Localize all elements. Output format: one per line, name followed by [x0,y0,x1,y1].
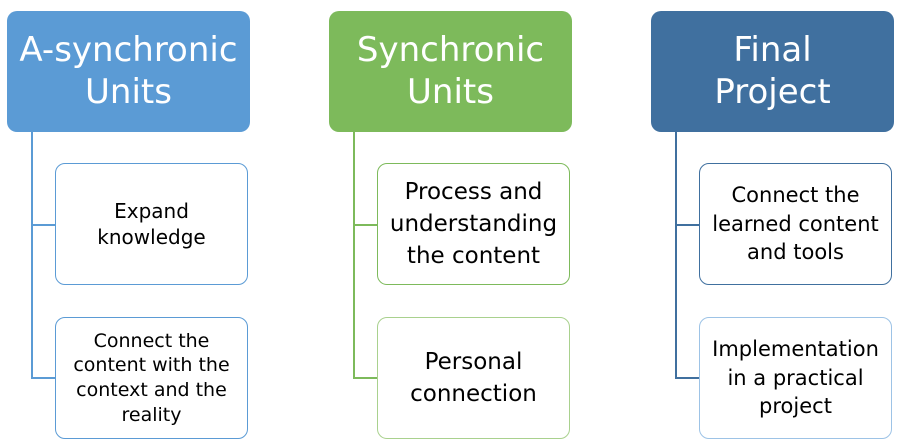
header-final-project: Final Project [651,11,894,132]
connector-vertical [353,132,355,378]
header-final-project-label: Final Project [714,30,831,112]
item-label: Connect the learned content and tools [712,183,879,265]
item-personal-connection: Personal connection [377,317,570,439]
header-asynchronic: A-synchronic Units [7,11,250,132]
column-asynchronic: A-synchronic Units Expand knowledge Conn… [7,0,257,446]
item-connect-context: Connect the content with the context and… [55,317,248,439]
column-synchronic: Synchronic Units Process and understandi… [329,0,579,446]
header-synchronic: Synchronic Units [329,11,572,132]
connector-vertical [31,132,33,378]
connector-vertical [675,132,677,378]
item-label: Implementation in a practical project [712,337,879,419]
item-label: Connect the content with the context and… [73,329,230,426]
item-implementation: Implementation in a practical project [699,317,892,439]
item-label: Expand knowledge [97,199,206,249]
item-label: Personal connection [410,348,537,407]
header-synchronic-label: Synchronic Units [356,30,545,112]
item-label: Process and understanding the content [389,178,558,270]
column-final-project: Final Project Connect the learned conten… [651,0,901,446]
connector-horizontal [675,224,700,226]
item-expand-knowledge: Expand knowledge [55,163,248,285]
connector-horizontal [675,377,700,379]
connector-horizontal [31,224,56,226]
item-process-understanding: Process and understanding the content [377,163,570,285]
item-connect-learned: Connect the learned content and tools [699,163,892,285]
connector-horizontal [353,224,378,226]
connector-horizontal [353,377,378,379]
connector-horizontal [31,377,56,379]
header-asynchronic-label: A-synchronic Units [19,30,238,112]
